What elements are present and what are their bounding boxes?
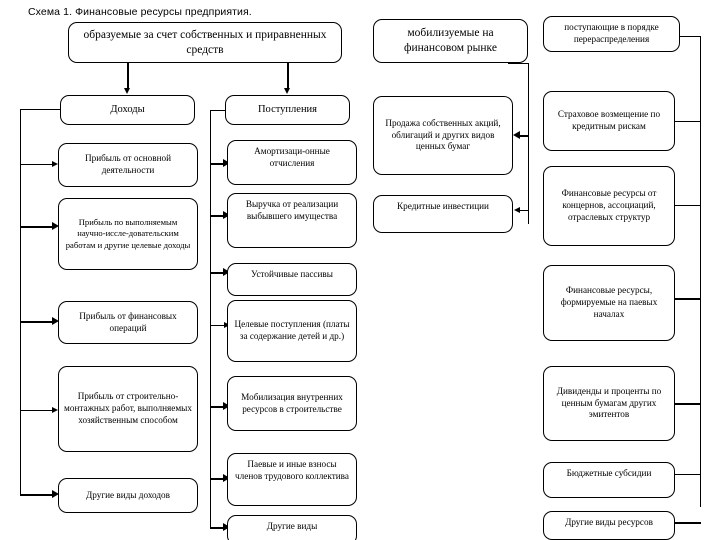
arrowhead-rec-1 <box>223 158 230 167</box>
arrowhead-own-to-receipts <box>284 88 290 94</box>
branch-rec-4 <box>210 325 225 326</box>
header-financial-market: мобилизуемые на финансовом рынке <box>373 19 528 63</box>
arrowhead-mkt-2 <box>514 206 520 213</box>
branch-red-2 <box>672 205 701 206</box>
node-red-1: Страховое возмещение по кредитным рискам <box>543 91 675 151</box>
spine-receipts-top-stub <box>210 110 226 111</box>
arrowhead-inc-2 <box>52 221 59 230</box>
arrowhead-rec-2 <box>223 210 230 219</box>
branch-rec-1 <box>210 163 224 165</box>
arrowhead-rec-5 <box>223 401 230 410</box>
spine-redistrib-top-stub <box>680 36 701 37</box>
branch-inc-1 <box>20 164 53 165</box>
arrowhead-rec-6 <box>223 473 230 482</box>
header-redistribution: поступающие в порядке перераспределения <box>543 16 680 52</box>
node-inc-1: Прибыль от основной деятельности <box>58 143 198 187</box>
branch-rec-3 <box>210 272 224 274</box>
branch-rec-5 <box>210 406 224 408</box>
node-red-5: Бюджетные субсидии <box>543 462 675 498</box>
node-inc-5: Другие виды доходов <box>58 478 198 513</box>
connector-own-to-incomes <box>127 63 129 89</box>
branch-rec-7 <box>210 527 224 529</box>
node-rec-7: Другие виды <box>227 515 357 540</box>
branch-red-3 <box>672 298 701 300</box>
node-rec-5: Мобилизация внутренних ресурсов в строит… <box>227 376 357 431</box>
branch-red-5 <box>672 474 701 475</box>
node-mkt-1: Продажа собственных акций, облигаций и д… <box>373 96 513 175</box>
node-inc-4: Прибыль от строительно-монтажных работ, … <box>58 366 198 452</box>
branch-inc-5 <box>20 494 53 496</box>
branch-rec-2 <box>210 215 224 217</box>
arrowhead-inc-4 <box>52 406 58 413</box>
subheader-incomes: Доходы <box>60 95 195 125</box>
node-mkt-2: Кредитные инвестиции <box>373 195 513 233</box>
node-rec-3: Устойчивые пассивы <box>227 263 357 296</box>
branch-rec-6 <box>210 478 224 480</box>
arrowhead-rec-7 <box>223 522 230 531</box>
node-inc-3: Прибыль от финансовых операций <box>58 301 198 344</box>
connector-own-to-receipts <box>287 63 289 89</box>
node-red-6: Другие виды ресурсов <box>543 511 675 540</box>
spine-incomes-top-stub <box>20 109 61 110</box>
node-rec-4: Целевые поступления (платы за содержание… <box>227 300 357 362</box>
spine-receipts-vertical <box>210 110 211 528</box>
branch-inc-3 <box>20 321 53 323</box>
spine-market-vertical <box>528 63 529 224</box>
arrowhead-inc-5 <box>52 489 59 498</box>
branch-mkt-1 <box>520 135 529 137</box>
branch-red-1 <box>672 121 701 122</box>
arrowhead-inc-3 <box>52 316 59 325</box>
arrowhead-mkt-1 <box>513 130 520 139</box>
subheader-receipts: Поступления <box>225 95 350 125</box>
arrowhead-inc-1 <box>52 160 58 167</box>
node-red-2: Финансовые ресурсы от концернов, ассоциа… <box>543 166 675 246</box>
node-rec-2: Выручка от реализации выбывшего имуществ… <box>227 193 357 248</box>
spine-market-top-stub <box>508 63 529 64</box>
branch-red-4 <box>672 403 701 405</box>
branch-red-6 <box>672 522 701 524</box>
branch-inc-2 <box>20 226 53 228</box>
header-own-funds: образуемые за счет собственных и приравн… <box>68 22 342 63</box>
arrowhead-own-to-incomes <box>124 88 130 94</box>
spine-redistrib-vertical <box>700 36 701 507</box>
spine-incomes-vertical <box>20 109 21 495</box>
node-red-3: Финансовые ресурсы, формируемые на паевы… <box>543 265 675 341</box>
diagram-title: Схема 1. Финансовые ресурсы предприятия. <box>28 6 252 18</box>
node-rec-1: Амортизаци-онные отчисления <box>227 140 357 185</box>
node-rec-6: Паевые и иные взносы членов трудового ко… <box>227 453 357 506</box>
arrowhead-rec-3 <box>223 267 230 276</box>
branch-inc-4 <box>20 410 53 411</box>
branch-mkt-2 <box>520 210 529 211</box>
node-red-4: Дивиденды и проценты по ценным бумагам д… <box>543 366 675 441</box>
node-inc-2: Прибыль по выполняемым научно-иссле-дова… <box>58 198 198 270</box>
